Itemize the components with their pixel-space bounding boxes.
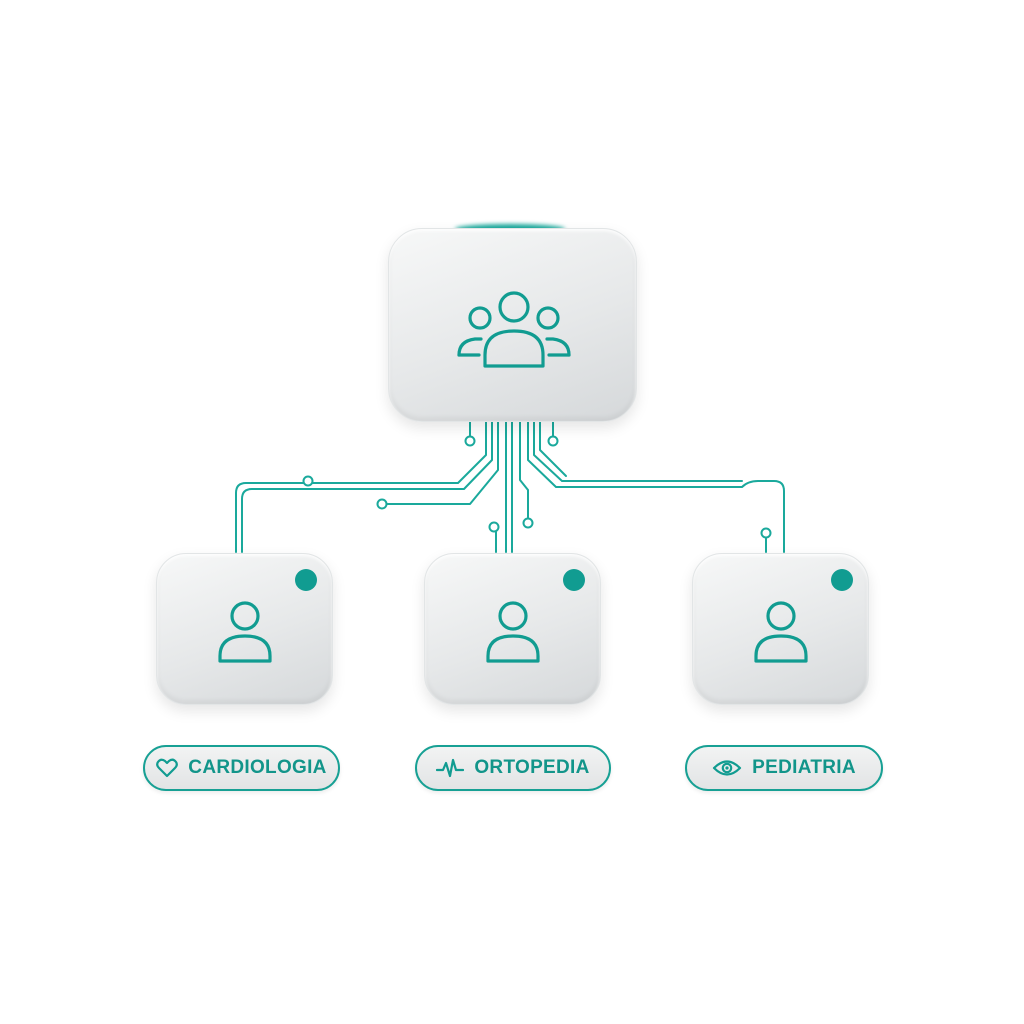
label-text: CARDIOLOGIA: [188, 757, 327, 778]
child-card-pediatria[interactable]: [692, 553, 869, 705]
circuit-node: [464, 435, 476, 447]
heartbeat-pulse-icon: [436, 758, 465, 778]
circuit-node: [302, 475, 314, 487]
heart-icon: [156, 758, 179, 778]
label-text: PEDIATRIA: [752, 757, 856, 778]
group-users-icon: [457, 291, 571, 368]
circuit-node: [760, 527, 772, 539]
circuit-node: [547, 435, 559, 447]
user-icon: [218, 601, 272, 663]
user-icon: [486, 601, 540, 663]
child-card-ortopedia[interactable]: [424, 553, 601, 705]
child-card-cardiologia[interactable]: [156, 553, 333, 705]
label-text: ORTOPEDIA: [474, 757, 590, 778]
circuit-node: [376, 498, 388, 510]
circuit-node: [488, 521, 500, 533]
user-icon: [754, 601, 808, 663]
label-pill-ortopedia[interactable]: ORTOPEDIA: [415, 745, 611, 791]
status-dot: [563, 569, 585, 591]
eye-icon: [713, 760, 742, 776]
status-dot: [831, 569, 853, 591]
circuit-node: [522, 517, 534, 529]
label-pill-pediatria[interactable]: PEDIATRIA: [685, 745, 883, 791]
label-pill-cardiologia[interactable]: CARDIOLOGIA: [143, 745, 340, 791]
root-card[interactable]: [388, 228, 637, 422]
status-dot: [295, 569, 317, 591]
